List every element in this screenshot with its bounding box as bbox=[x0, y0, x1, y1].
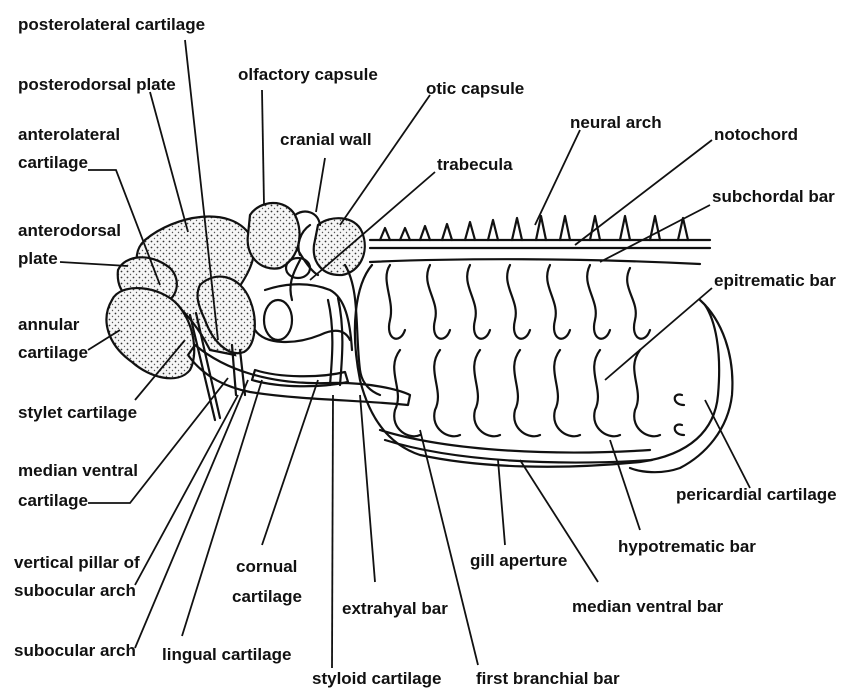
label-cornual-cartilage-1: cornual bbox=[236, 557, 297, 576]
head-skeleton bbox=[106, 203, 410, 420]
subocular-opening bbox=[264, 300, 292, 340]
label-subocular-arch: subocular arch bbox=[14, 641, 136, 660]
label-olfactory-capsule: olfactory capsule bbox=[238, 65, 378, 84]
label-gill-aperture: gill aperture bbox=[470, 551, 567, 570]
label-cranial-wall: cranial wall bbox=[280, 130, 372, 149]
epitrematic-bars bbox=[386, 265, 650, 339]
label-median-ventral-cartilage-2: cartilage bbox=[18, 491, 88, 510]
label-hypotrematic-bar: hypotrematic bar bbox=[618, 537, 756, 556]
label-posterodorsal-plate: posterodorsal plate bbox=[18, 75, 176, 94]
label-annular-cartilage-2: cartilage bbox=[18, 343, 88, 362]
label-lingual-cartilage: lingual cartilage bbox=[162, 645, 291, 664]
label-notochord: notochord bbox=[714, 125, 798, 144]
label-epitrematic-bar: epitrematic bar bbox=[714, 271, 836, 290]
label-stylet-cartilage: stylet cartilage bbox=[18, 403, 137, 422]
label-anterodorsal-plate-1: anterodorsal bbox=[18, 221, 121, 240]
label-subchordal-bar: subchordal bar bbox=[712, 187, 835, 206]
hypotrematic-bars bbox=[394, 350, 660, 436]
eye-opening bbox=[286, 258, 310, 278]
label-posterolateral-cartilage: posterolateral cartilage bbox=[18, 15, 205, 34]
styloid-cartilage-shape bbox=[328, 298, 342, 385]
neural-arch-spikes bbox=[380, 216, 688, 240]
notochord-shape bbox=[370, 240, 710, 248]
label-cornual-cartilage-2: cartilage bbox=[232, 587, 302, 606]
label-annular-cartilage-1: annular bbox=[18, 315, 80, 334]
otic-capsule-shape bbox=[314, 218, 365, 275]
label-anterolateral-cartilage-1: anterolateral bbox=[18, 125, 120, 144]
label-vertical-pillar-2: subocular arch bbox=[14, 581, 136, 600]
label-anterodorsal-plate-2: plate bbox=[18, 249, 58, 268]
label-neural-arch: neural arch bbox=[570, 113, 662, 132]
label-otic-capsule: otic capsule bbox=[426, 79, 524, 98]
label-median-ventral-cartilage-1: median ventral bbox=[18, 461, 138, 480]
gill-apertures bbox=[675, 395, 684, 435]
label-anterolateral-cartilage-2: cartilage bbox=[18, 153, 88, 172]
label-trabecula: trabecula bbox=[437, 155, 513, 174]
label-first-branchial-bar: first branchial bar bbox=[476, 669, 620, 688]
label-styloid-cartilage: styloid cartilage bbox=[312, 669, 441, 688]
label-median-ventral-bar: median ventral bar bbox=[572, 597, 724, 616]
label-pericardial-cartilage: pericardial cartilage bbox=[676, 485, 837, 504]
pericardial-cartilage-shape bbox=[630, 300, 732, 472]
subchordal-bar-shape bbox=[370, 259, 700, 264]
lingual-cartilage-shape bbox=[188, 345, 410, 405]
branchial-basket bbox=[355, 216, 733, 472]
label-vertical-pillar-1: vertical pillar of bbox=[14, 553, 140, 572]
label-extrahyal-bar: extrahyal bar bbox=[342, 599, 448, 618]
